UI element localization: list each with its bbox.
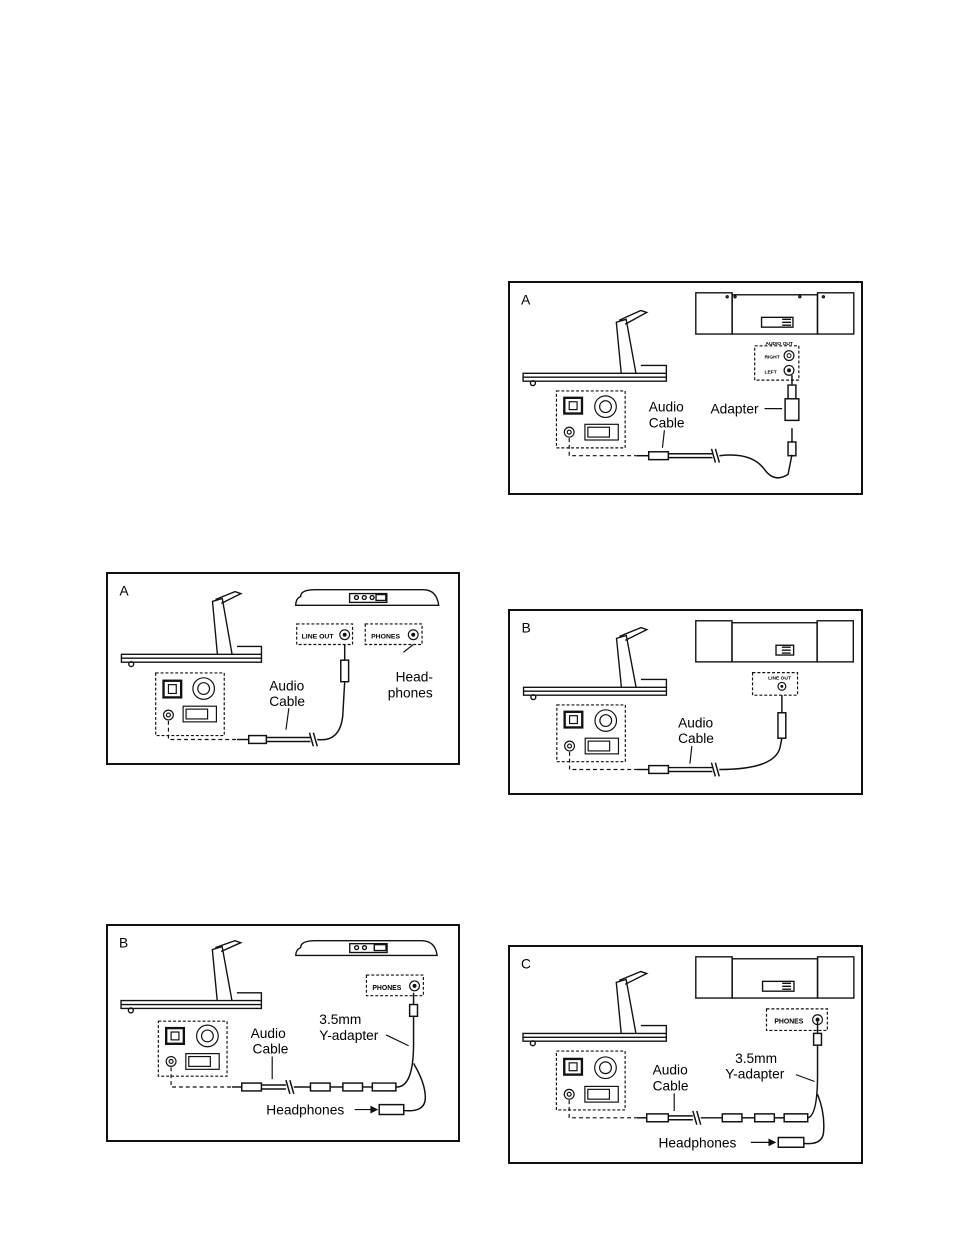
audio-cable-label-1: Audio xyxy=(251,1026,286,1041)
audio-cable-label-2: Cable xyxy=(269,694,305,709)
treadmill-icon xyxy=(524,628,667,700)
arrow-line xyxy=(403,645,413,653)
headphones-label-1: Head- xyxy=(396,670,433,685)
panel-letter: A xyxy=(521,293,531,308)
panel-right-c: C xyxy=(508,945,863,1164)
panel-letter: B xyxy=(119,936,128,951)
diagram-left-b: B xyxy=(108,926,458,1140)
dashed-lead xyxy=(171,1067,232,1087)
audio-cable-label-2: Cable xyxy=(678,731,714,746)
diagram-right-c: C xyxy=(510,947,861,1162)
stereo-icon xyxy=(696,957,854,998)
arrow-line xyxy=(690,746,692,764)
audio-cable-label-2: Cable xyxy=(649,415,685,430)
adapter-label: Adapter xyxy=(711,402,759,417)
audio-cable-label-1: Audio xyxy=(653,1063,688,1078)
dashed-lead xyxy=(569,1100,637,1118)
line-out-label: LINE OUT xyxy=(302,634,335,641)
panel-left-b: B xyxy=(106,924,460,1142)
panel-letter: C xyxy=(521,957,531,972)
treadmill-icon xyxy=(523,310,666,385)
stereo-icon xyxy=(696,293,854,334)
panel-right-a: A xyxy=(508,281,863,495)
dashed-lead xyxy=(569,438,637,456)
jack-icon xyxy=(784,351,794,361)
console-detail xyxy=(156,673,225,736)
treadmill-icon xyxy=(121,592,261,667)
adapter-icon xyxy=(785,375,799,420)
console-detail xyxy=(158,1021,227,1076)
adapter-label-1: 3.5mm xyxy=(319,1012,361,1027)
console-detail xyxy=(556,1051,625,1110)
audio-cable-icon xyxy=(637,428,796,478)
cd-player-icon xyxy=(296,590,439,606)
line-out-jack-box: LINE OUT xyxy=(753,673,798,696)
phones-label: PHONES xyxy=(371,634,400,641)
audio-cable-label-1: Audio xyxy=(678,715,713,730)
console-detail xyxy=(556,391,625,448)
arrow-line xyxy=(286,708,289,730)
audio-cable-label-2: Cable xyxy=(253,1042,289,1057)
audio-out-jack-box: RIGHT LEFT xyxy=(755,346,799,380)
line-out-label: LINE OUT xyxy=(768,675,791,681)
panel-letter: A xyxy=(119,584,129,599)
treadmill-icon xyxy=(523,972,666,1046)
panel-right-b: B xyxy=(508,609,863,795)
audio-cable-label-1: Audio xyxy=(649,400,684,415)
headphones-label: Headphones xyxy=(266,1102,344,1117)
arrow-head-icon xyxy=(768,1138,776,1146)
arrow-line xyxy=(662,430,664,448)
diagram-right-b: B xyxy=(510,611,861,793)
cd-player-icon xyxy=(296,941,437,956)
audio-cable-label-1: Audio xyxy=(269,679,304,694)
phones-label: PHONES xyxy=(372,985,401,992)
phones-jack-box: PHONES xyxy=(366,975,423,996)
adapter-label-2: Y-adapter xyxy=(725,1067,784,1082)
adapter-label-1: 3.5mm xyxy=(735,1051,777,1066)
arrow-line xyxy=(796,1075,815,1082)
adapter-label-2: Y-adapter xyxy=(319,1028,378,1043)
phones-jack-box: PHONES xyxy=(365,624,422,645)
dashed-lead xyxy=(168,721,237,740)
panel-letter: B xyxy=(522,621,531,636)
left-jack-label: LEFT xyxy=(764,369,776,375)
arrow-line xyxy=(386,1035,409,1046)
console-detail xyxy=(557,705,625,762)
phones-label: PHONES xyxy=(774,1019,803,1026)
line-out-jack-box: LINE OUT xyxy=(297,624,353,645)
panel-left-a: A xyxy=(106,572,460,765)
headphones-label-2: phones xyxy=(388,685,433,700)
treadmill-icon xyxy=(121,941,261,1013)
diagram-right-a: A xyxy=(510,283,861,493)
dashed-lead xyxy=(570,752,638,770)
diagram-left-a: A xyxy=(108,574,458,763)
stereo-icon xyxy=(696,621,854,662)
right-jack-label: RIGHT xyxy=(764,355,779,361)
audio-cable-label-2: Cable xyxy=(653,1078,689,1093)
arrow-head-icon xyxy=(370,1106,378,1114)
headphones-label: Headphones xyxy=(659,1135,737,1150)
